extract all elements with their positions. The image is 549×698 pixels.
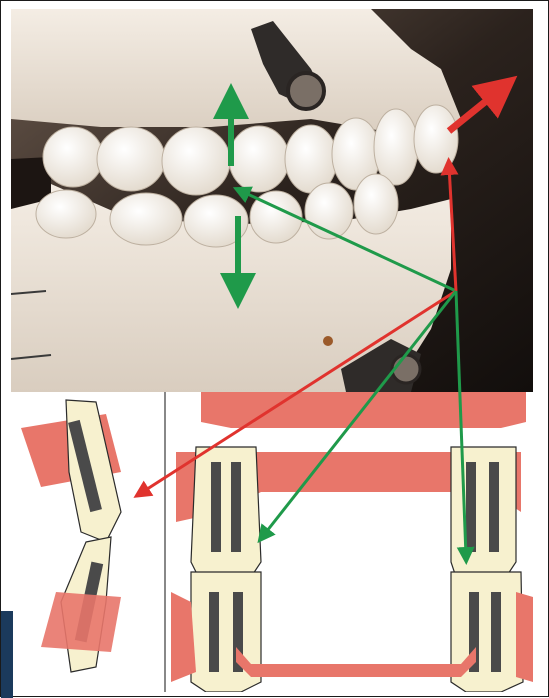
- small-hole: [323, 336, 333, 346]
- left-lower-gum: [41, 592, 121, 652]
- jaw-model-photo: [11, 9, 533, 392]
- middle-teeth-group: [191, 447, 261, 692]
- tooth-movement-diagram: [11, 392, 533, 692]
- corner-tab: [1, 611, 13, 698]
- upper-arch-gum: [201, 392, 526, 428]
- right-teeth-group: [451, 447, 523, 692]
- lower-arch-gum-right: [516, 592, 533, 682]
- lower-arch-connector: [236, 647, 476, 677]
